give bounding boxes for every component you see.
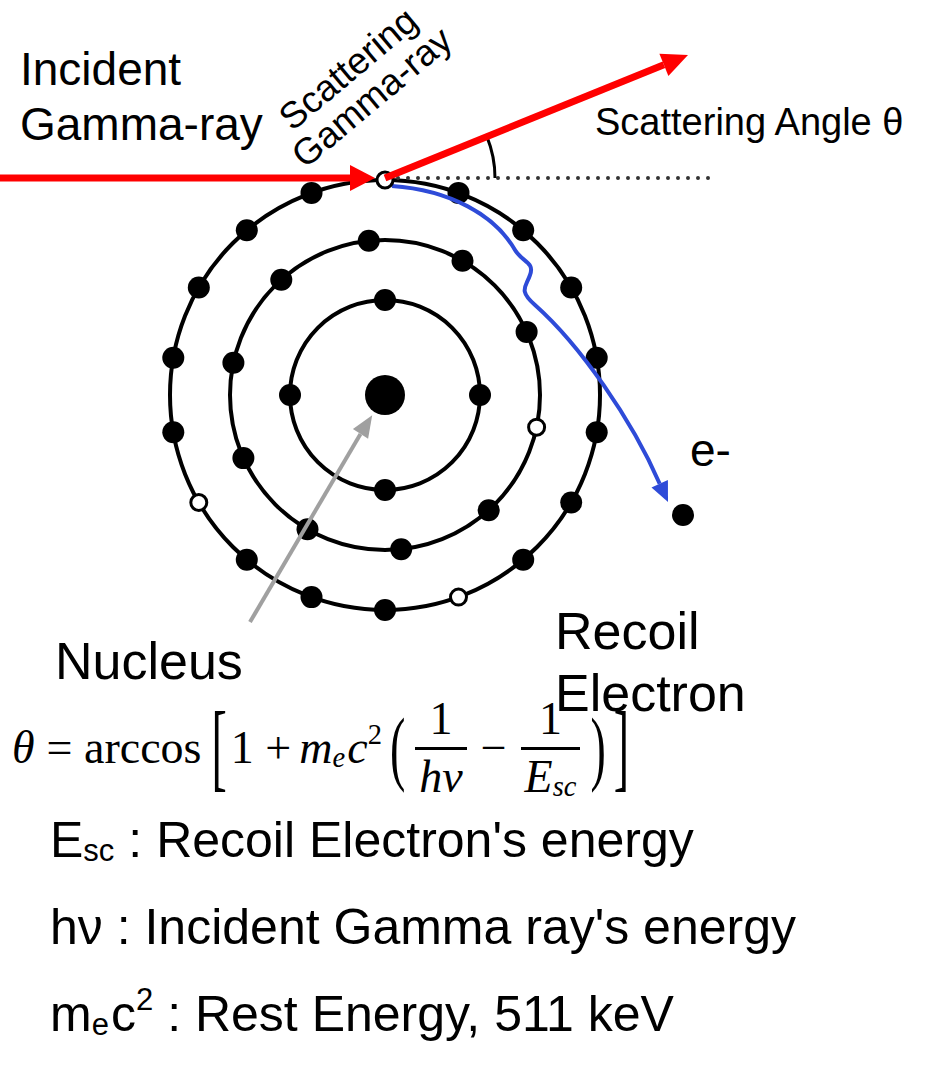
math-operator: = arccos <box>47 724 202 772</box>
electron <box>452 250 474 272</box>
electron <box>162 421 184 443</box>
bracket: [ <box>212 697 227 798</box>
nucleus-pointer <box>250 434 361 622</box>
bracket: ] <box>614 697 629 798</box>
fraction-bar <box>415 747 466 750</box>
inner-shell <box>290 300 480 490</box>
numerator: 1 <box>429 695 452 743</box>
electron <box>270 269 292 291</box>
middle-electrons <box>222 230 537 560</box>
electron <box>301 182 323 204</box>
electron <box>358 230 380 252</box>
electron <box>374 479 396 501</box>
math-symbol: E <box>525 753 553 801</box>
fraction-bar <box>521 747 581 750</box>
electron <box>516 321 538 343</box>
superscript: 2 <box>136 983 153 1017</box>
incident-label: Incident Gamma-ray <box>20 42 290 152</box>
definition-line: hν : Incident Gamma ray's energy <box>50 895 796 959</box>
subscript: e <box>92 1008 109 1042</box>
electron <box>162 347 184 369</box>
math-symbol: hν <box>419 753 462 801</box>
electron <box>560 492 582 514</box>
numerator: 1 <box>539 695 562 743</box>
incident-ray <box>0 175 352 182</box>
subscript: e <box>333 743 346 773</box>
middle-shell <box>230 240 540 550</box>
outer-electrons <box>162 182 607 621</box>
math-symbol: m <box>299 724 332 772</box>
definition-line: Esc : Recoil Electron's energy <box>50 808 694 872</box>
symbol: m <box>50 987 92 1042</box>
electron <box>222 352 244 374</box>
denominator: Esc <box>521 753 581 801</box>
nucleus-pointer-head <box>353 415 372 438</box>
subscript: sc <box>553 772 577 802</box>
parenthesis: ( <box>390 705 405 792</box>
electron <box>236 549 258 571</box>
math-symbol: θ <box>12 724 35 772</box>
reference-line <box>398 176 710 180</box>
angle-label: Scattering Angle θ <box>595 100 903 144</box>
electron <box>512 219 534 241</box>
incident-arrowhead <box>350 165 375 191</box>
denominator: hν <box>415 753 466 801</box>
recoil-path <box>392 186 660 484</box>
definition-line: mec2 : Rest Energy, 511 keV <box>50 982 674 1046</box>
outer-shell <box>170 180 600 610</box>
vacancy <box>529 419 545 435</box>
recoil-arrowhead <box>652 480 669 502</box>
electron <box>374 289 396 311</box>
nucleus-label: Nucleus <box>55 630 243 692</box>
formula: θ= arccos[1 +mec2 (1 hν−1Esc)] <box>12 690 633 806</box>
electron <box>279 384 301 406</box>
electron <box>560 277 582 299</box>
electron <box>236 219 258 241</box>
definition: : Rest Energy, 511 keV <box>167 987 674 1042</box>
electron <box>586 421 608 443</box>
subscript: sc <box>83 834 114 868</box>
electron <box>512 549 534 571</box>
electron <box>469 384 491 406</box>
electron <box>390 538 412 560</box>
superscript: 2 <box>368 720 382 750</box>
vacancy <box>451 589 467 605</box>
nucleus-dot <box>365 375 405 415</box>
symbol: c <box>111 987 136 1042</box>
math-symbol: c <box>347 724 367 772</box>
angle-arc <box>487 137 495 178</box>
recoil-electron-dot <box>672 504 694 526</box>
scattered-label: Scattering Gamma-ray <box>256 0 464 179</box>
electron-symbol: e- <box>690 425 731 476</box>
fraction: 1Esc <box>521 695 581 801</box>
vacancy <box>191 495 207 511</box>
symbol: E <box>50 813 83 868</box>
math-term: 1 + <box>231 724 291 772</box>
electron <box>232 447 254 469</box>
electron <box>301 586 323 608</box>
fraction: 1 hν <box>415 695 466 801</box>
parenthesis: ) <box>590 705 605 792</box>
scattered-arrowhead <box>659 54 688 76</box>
electron <box>374 599 396 621</box>
electron <box>478 499 500 521</box>
electron <box>188 277 210 299</box>
definition: hν : Incident Gamma ray's energy <box>50 900 796 955</box>
definition: : Recoil Electron's energy <box>128 813 693 868</box>
inner-electrons <box>279 289 491 501</box>
math-operator: − <box>481 724 507 772</box>
